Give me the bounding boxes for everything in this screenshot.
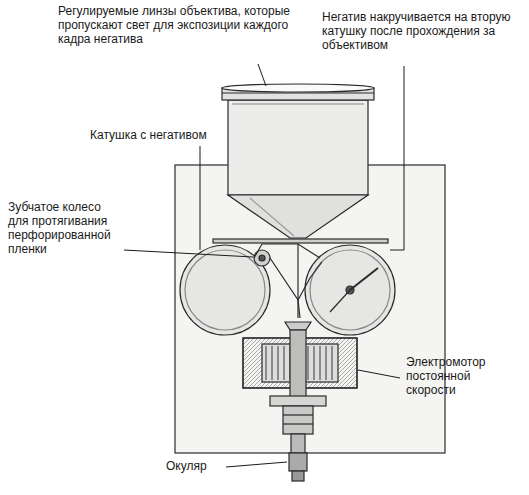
sprocket-label: Зубчатое колесо для протягивания перфори… xyxy=(8,200,120,256)
negative-reel xyxy=(180,245,270,335)
leader-line xyxy=(258,64,266,86)
motor-rib xyxy=(307,346,308,380)
leader-line xyxy=(200,146,201,250)
leader-line xyxy=(390,66,404,250)
motor-label: Электромотор постоянной скорости xyxy=(406,355,502,397)
motor-rib xyxy=(265,346,266,380)
motor-rib xyxy=(283,346,284,380)
reel-label: Негатив накручивается на вторую катушку … xyxy=(322,10,522,52)
motor-rib xyxy=(277,346,278,380)
leader-line xyxy=(358,370,400,378)
motor-rib xyxy=(319,346,320,380)
lens-plate xyxy=(213,239,388,243)
motor-rib xyxy=(313,346,314,380)
lens-tube xyxy=(228,100,368,195)
reel-label: Катушка с негативом xyxy=(90,128,260,142)
motor-rib xyxy=(325,346,326,380)
lens-funnel xyxy=(228,195,368,238)
motor-rib xyxy=(331,346,332,380)
motor-rib xyxy=(271,346,272,380)
leader-line xyxy=(124,250,253,257)
eyepiece-label: Окуляр xyxy=(166,459,226,473)
eyepiece xyxy=(289,453,307,471)
leader-line xyxy=(226,462,287,467)
sprocket-wheel xyxy=(254,250,270,266)
lens-label: Регулируемые линзы объектива, которые пр… xyxy=(58,4,308,46)
take-up-reel xyxy=(305,245,395,335)
